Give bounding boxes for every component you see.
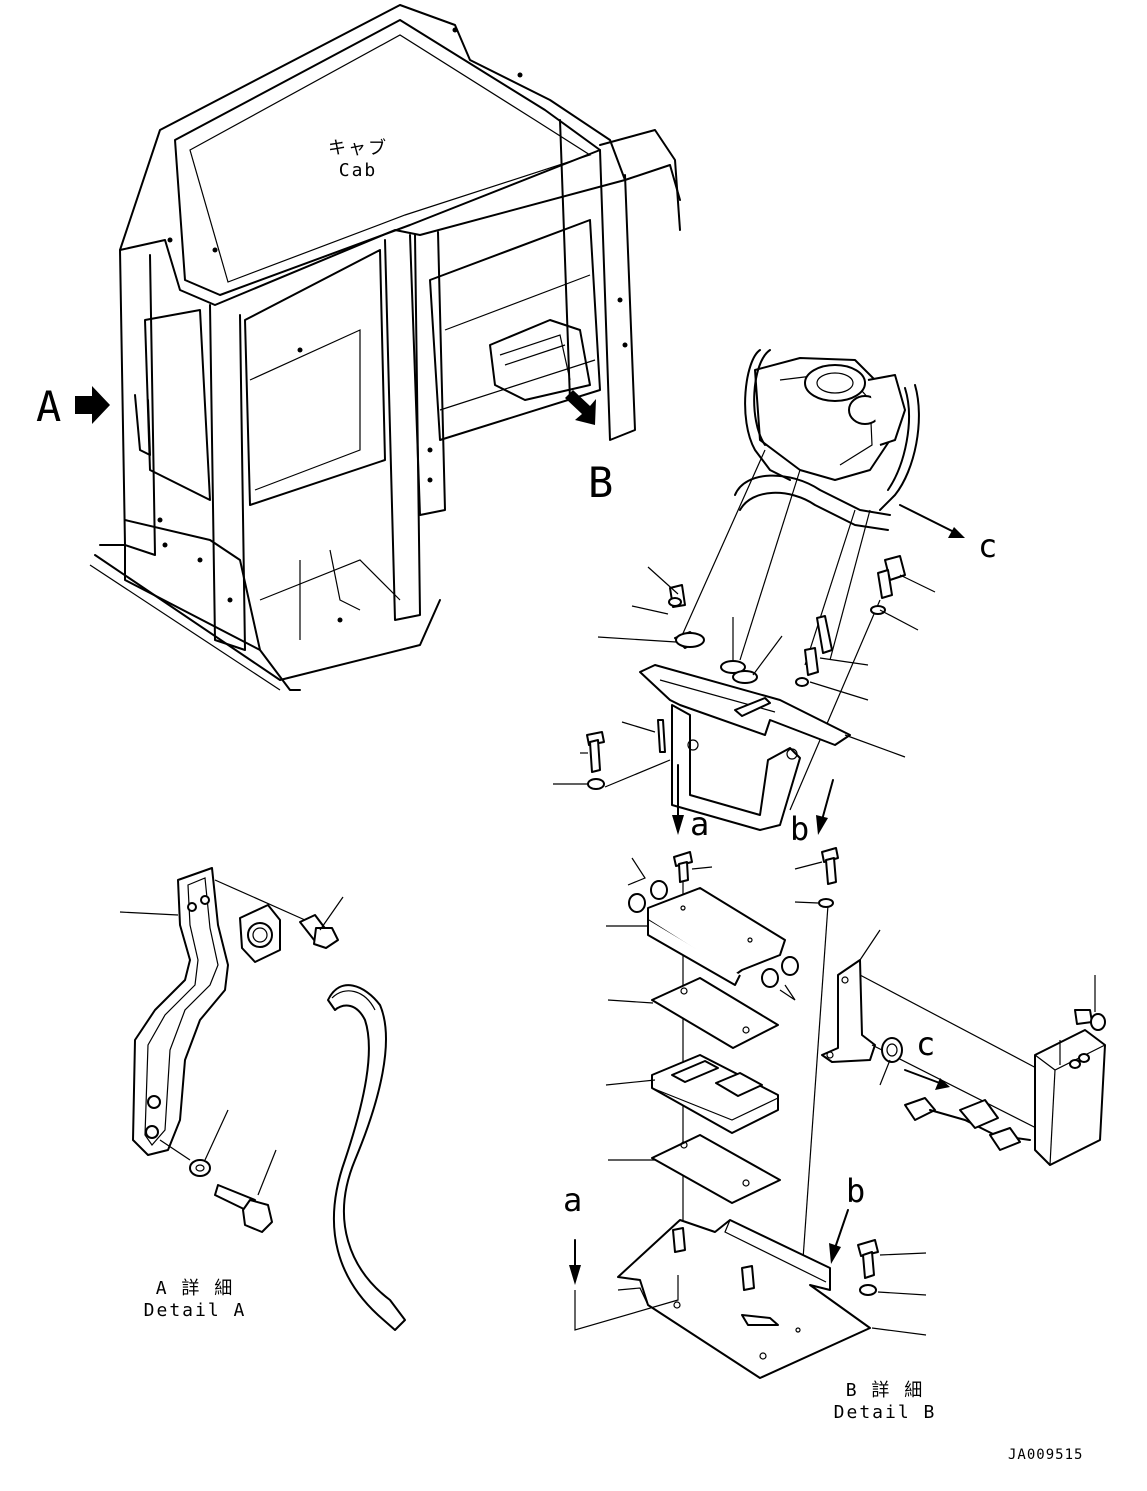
side-controller (1034, 1029, 1106, 1166)
cab-label-jp: キャブ (328, 138, 388, 159)
connection-label-c-side: c (916, 1025, 936, 1063)
view-arrow-a (75, 386, 110, 424)
connection-label-c-top: c (978, 527, 998, 565)
detail-a-washer (189, 1159, 211, 1177)
connection-label-a-upper: a (690, 805, 710, 843)
detail-b-caption-jp: B 詳 細 (845, 1380, 925, 1401)
detail-a-group (119, 867, 406, 1331)
detail-a-bracket (132, 867, 229, 1156)
detail-a-caption-jp: A 詳 細 (155, 1278, 235, 1299)
hanger-bracket (671, 704, 801, 831)
view-marker-a: A (36, 382, 62, 431)
detail-a-caption-en: Detail A (143, 1300, 247, 1321)
drawing-code: JA009515 (1008, 1447, 1084, 1463)
detail-b-group (553, 349, 965, 835)
connection-label-b-upper: b (790, 810, 810, 848)
detail-a-caption: A 詳 細 Detail A (140, 1278, 250, 1322)
connection-label-a-lower: a (563, 1181, 583, 1219)
cab-label: キャブ Cab (318, 138, 398, 182)
side-bracket (821, 959, 876, 1063)
side-bracket-group (821, 929, 1106, 1166)
plate-stack (569, 847, 927, 1379)
view-marker-b: B (588, 458, 614, 507)
base-plate (617, 1219, 871, 1379)
gasket-plate-lower (651, 1134, 781, 1204)
detail-b-caption: B 詳 細 Detail B (830, 1380, 940, 1424)
cab-frame (89, 4, 681, 691)
gasket-plate-upper (651, 977, 779, 1049)
connection-label-b-lower: b (846, 1172, 866, 1210)
view-arrow-b (565, 390, 596, 425)
detail-b-caption-en: Detail B (833, 1402, 937, 1423)
detail-a-harness (327, 984, 406, 1331)
cab-label-en: Cab (338, 160, 378, 181)
